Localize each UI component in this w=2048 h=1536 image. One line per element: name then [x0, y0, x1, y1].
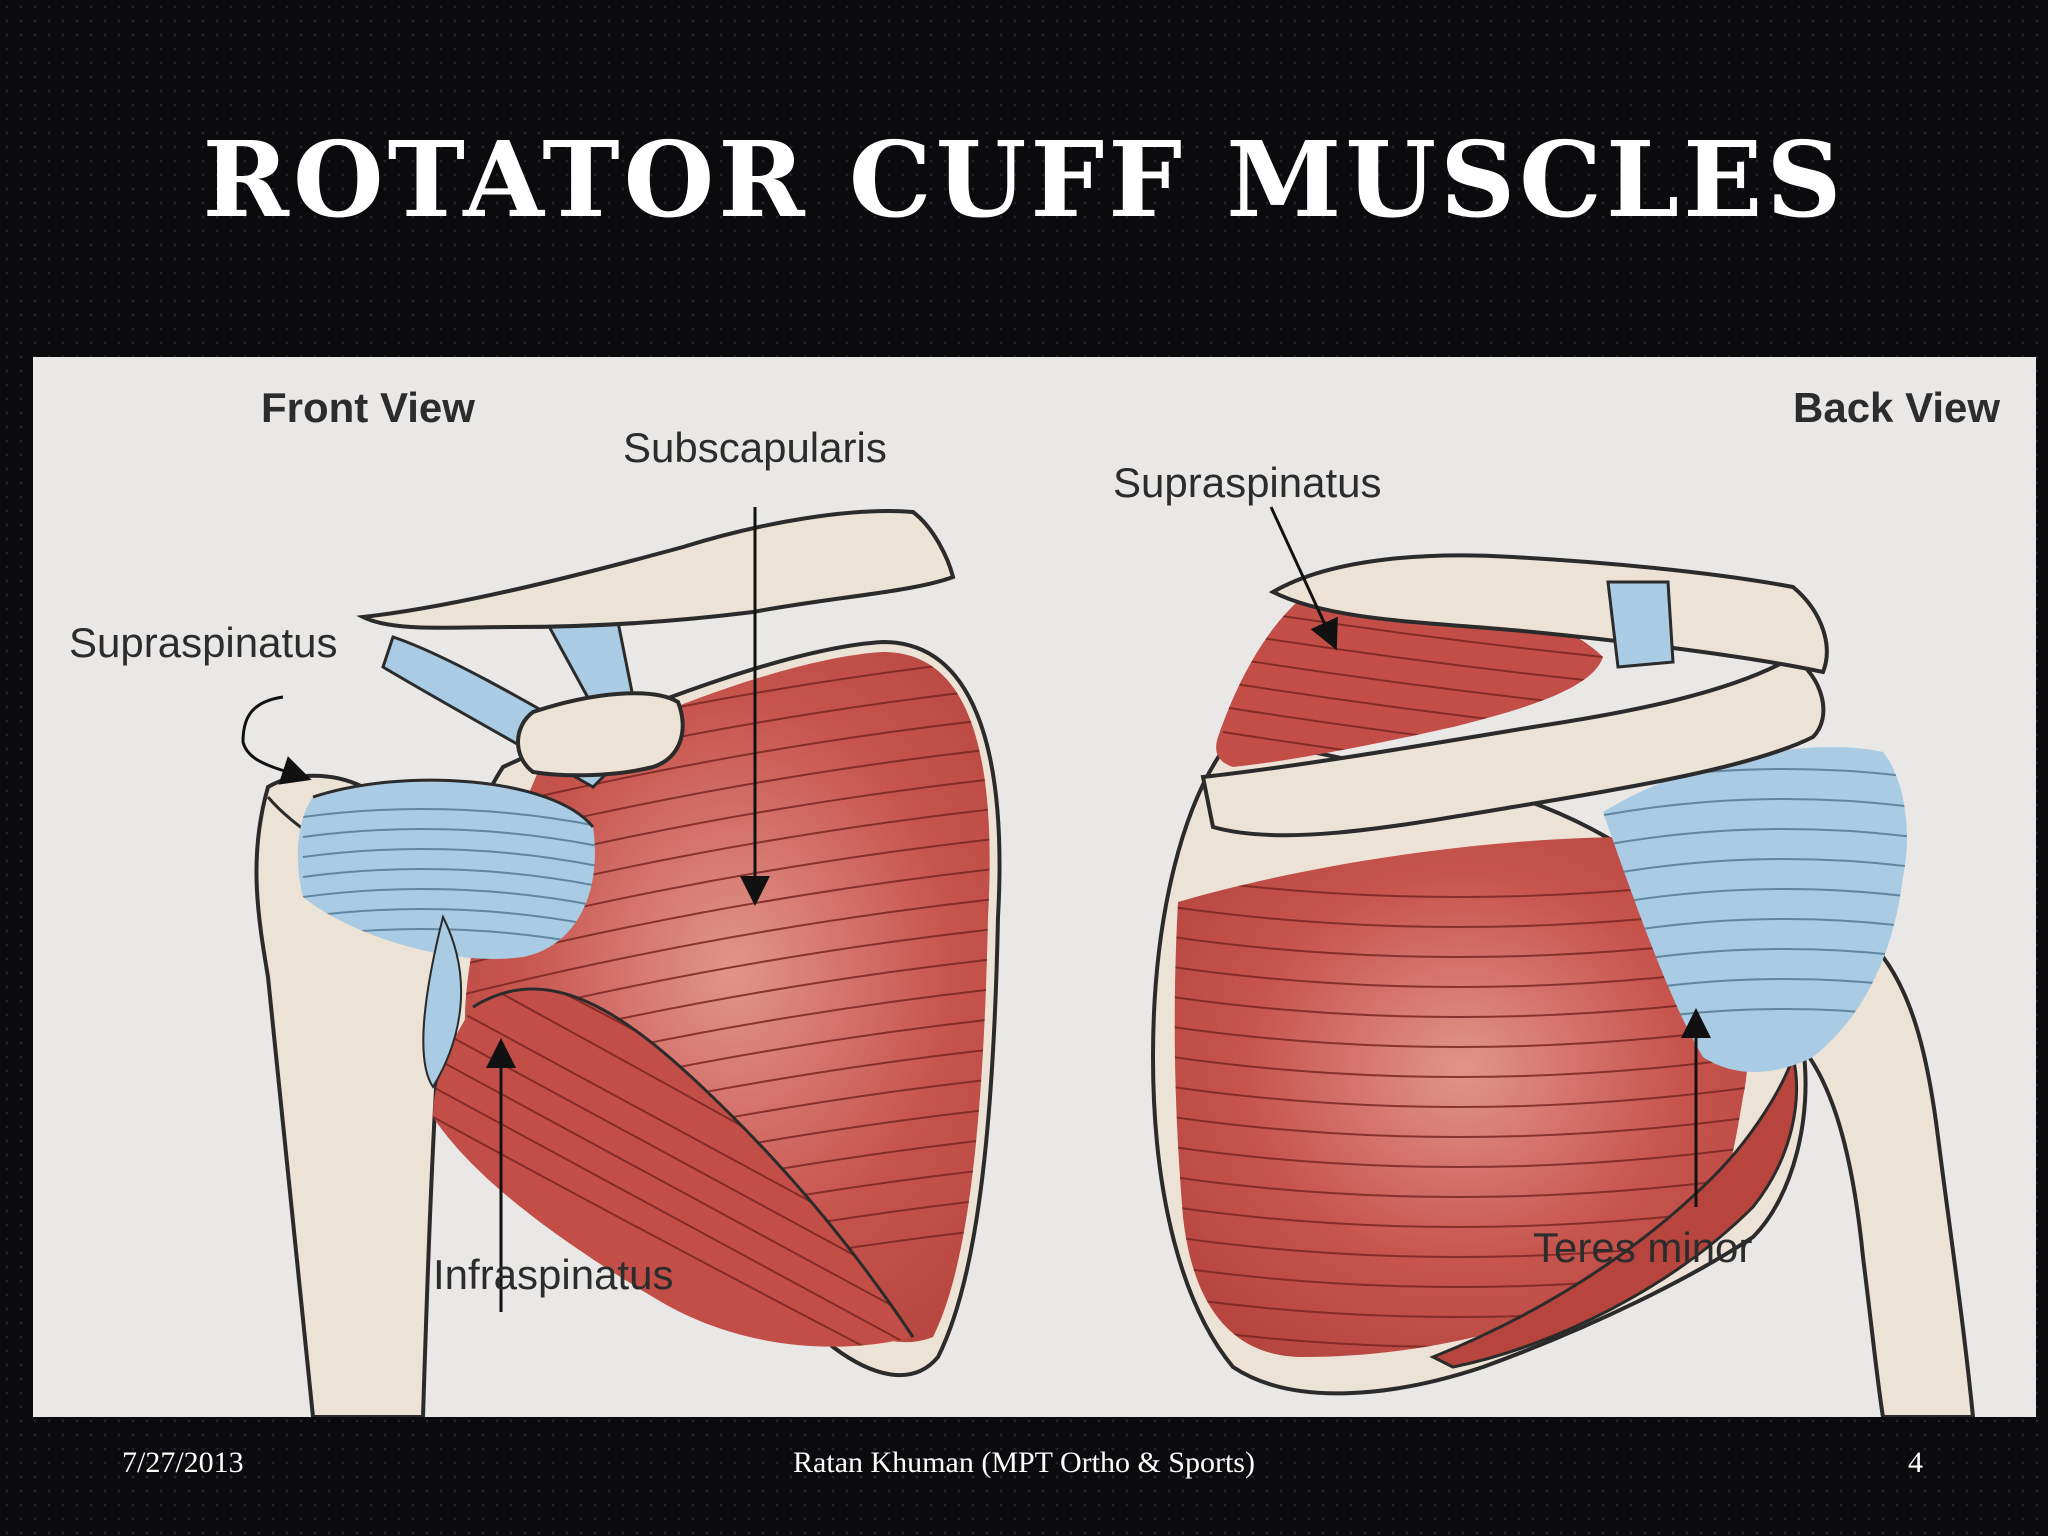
- teres-minor-label: Teres minor: [1533, 1224, 1752, 1271]
- footer-page-number: 4: [1908, 1446, 1923, 1479]
- anatomy-figure: Front View Subscapularis Supraspinatus I…: [33, 357, 2036, 1417]
- back-view-illustration: [1150, 506, 1976, 1417]
- supraspinatus-front-label: Supraspinatus: [69, 619, 338, 666]
- rotator-cuff-diagram: Front View Subscapularis Supraspinatus I…: [69, 384, 2000, 1417]
- footer-author: Ratan Khuman (MPT Ortho & Sports): [793, 1446, 1255, 1479]
- infraspinatus-label: Infraspinatus: [433, 1251, 673, 1298]
- footer-date: 7/27/2013: [122, 1446, 244, 1479]
- back-view-title: Back View: [1793, 384, 2000, 431]
- subscapularis-label: Subscapularis: [623, 424, 887, 471]
- slide-title: ROTATOR CUFF MUSCLES: [202, 118, 1846, 241]
- supraspinatus-back-label: Supraspinatus: [1113, 459, 1382, 506]
- front-view-title: Front View: [261, 384, 475, 431]
